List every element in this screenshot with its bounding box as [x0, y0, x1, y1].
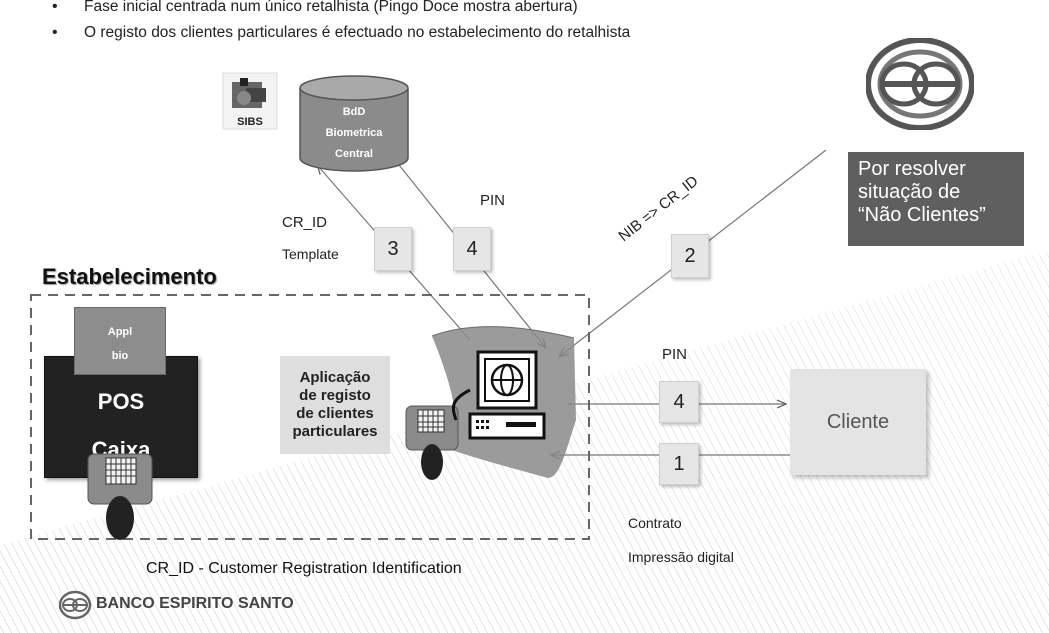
fingerprint-reader-small-icon: [405, 405, 459, 480]
database-label-3: Central: [335, 148, 373, 160]
database-cylinder: [299, 75, 409, 172]
app-line-3: de clientes: [296, 405, 374, 422]
app-line-2: de registo: [299, 387, 371, 404]
crid-footnote: CR_ID - Customer Registration Identifica…: [146, 560, 462, 577]
pin-top-label: PIN: [480, 192, 506, 209]
unresolved-line-2: situação de: [858, 181, 961, 203]
unresolved-note: Por resolver situação de “Não Clientes”: [848, 152, 1024, 246]
app-line-4: particulares: [292, 423, 378, 440]
appl-label: Appl: [107, 326, 133, 338]
svg-text:SIBS: SIBS: [237, 116, 263, 128]
bio-label: bio: [111, 350, 129, 362]
bullet-list: Fase inicial centrada num único retalhis…: [50, 0, 630, 46]
step-1: 1: [659, 443, 699, 485]
step-4-right: 4: [659, 381, 699, 423]
computer-icon: [451, 350, 546, 440]
template-label: Template: [282, 246, 339, 262]
step-3: 3: [374, 227, 412, 271]
app-line-1: Aplicação: [299, 369, 371, 386]
registration-application: Aplicação de registo de clientes particu…: [280, 356, 390, 454]
database-label-1: BdD: [342, 106, 366, 118]
establishment-border: [30, 294, 590, 540]
step-4-top: 4: [453, 227, 491, 271]
brand-name: BANCO ESPIRITO SANTO: [96, 595, 294, 612]
database-label-2: Biometrica: [325, 127, 383, 139]
bes-small-logo-icon: [58, 590, 92, 620]
bullet-item: Fase inicial centrada num único retalhis…: [50, 0, 630, 20]
client-box: Cliente: [790, 369, 926, 475]
crid-label: CR_ID: [282, 214, 328, 231]
fingerprint-label: Impressão digital: [628, 549, 734, 565]
establishment-title: Estabelecimento: [42, 264, 217, 289]
pin-right-label: PIN: [662, 346, 688, 363]
bes-logo-icon: [866, 38, 974, 130]
bullet-item: O registo dos clientes particulares é ef…: [50, 20, 630, 46]
fingerprint-reader-icon: [87, 453, 153, 540]
contract-label: Contrato: [628, 515, 682, 531]
sibs-logo: SIBS: [222, 72, 278, 130]
unresolved-line-3: “Não Clientes”: [858, 204, 986, 226]
unresolved-line-1: Por resolver: [858, 158, 966, 180]
step-2: 2: [671, 234, 709, 278]
pos-label: POS: [97, 389, 145, 414]
appl-bio-chip: Appl bio: [74, 307, 166, 375]
